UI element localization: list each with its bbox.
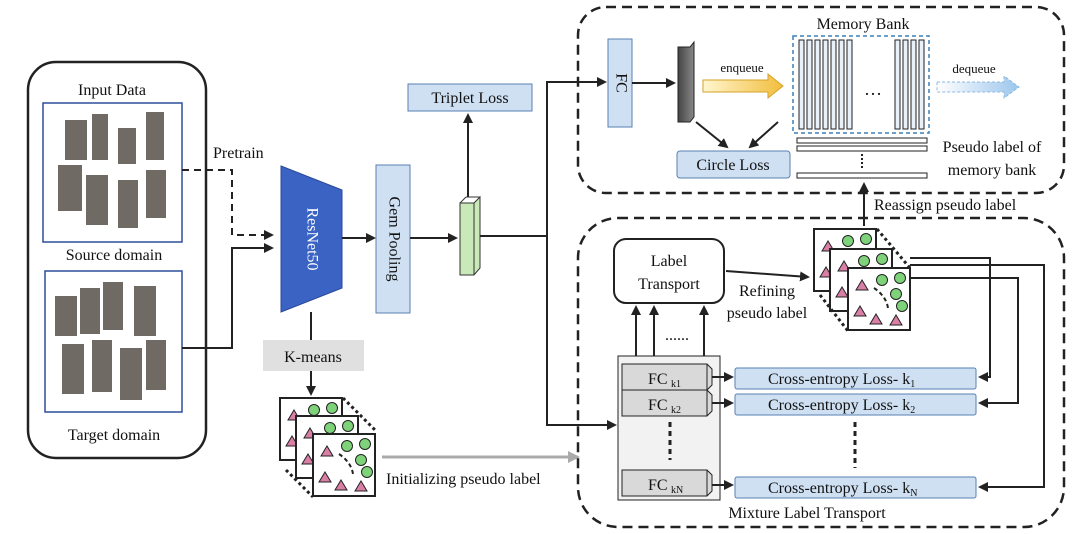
input-data-title: Input Data bbox=[78, 82, 146, 99]
pseudo-label-memory-line1: Pseudo label of bbox=[943, 139, 1042, 156]
triplet-loss-box bbox=[407, 83, 533, 112]
card-to-ce-k1-arrow bbox=[910, 257, 991, 382]
ce-loss-kn-box bbox=[734, 476, 977, 499]
fc-k1-sub: k1 bbox=[671, 379, 681, 390]
fc-k2-label: FC bbox=[648, 397, 668, 414]
feature-to-memory-arrow bbox=[546, 77, 607, 236]
memory-bank-ellipsis: … bbox=[864, 79, 882, 99]
circle-loss-label: Circle Loss bbox=[696, 157, 769, 174]
card-to-ce-k2-arrow bbox=[910, 277, 1019, 408]
memory-bank-title: Memory Bank bbox=[817, 16, 910, 33]
triplet-loss-label: Triplet Loss bbox=[431, 90, 508, 107]
label-transport-line2: Transport bbox=[638, 276, 700, 293]
fc-k1-label: FC bbox=[648, 371, 668, 388]
pretrain-arrow bbox=[182, 169, 274, 240]
source-domain-label: Source domain bbox=[66, 247, 162, 264]
memory-panel bbox=[576, 5, 1066, 195]
ce-loss-k2-box bbox=[734, 393, 977, 416]
initial-pseudo-label-cards bbox=[279, 396, 377, 499]
gem-pooling-label: Gem Pooling bbox=[385, 197, 402, 282]
fc-kn-sub: kN bbox=[671, 485, 683, 496]
target-person-images bbox=[55, 282, 166, 400]
fc-kn-label: FC bbox=[648, 477, 668, 494]
pseudo-label-memory-line2: memory bank bbox=[948, 162, 1036, 179]
pseudo-label-bars bbox=[796, 137, 928, 179]
refining-line2: pseudo label bbox=[727, 305, 808, 322]
label-transport-line1: Label bbox=[651, 253, 688, 270]
source-person-images bbox=[58, 112, 166, 228]
refining-arrow bbox=[725, 270, 810, 282]
ce-loss-k2-label: Cross-entropy Loss- k2 bbox=[768, 397, 915, 416]
gem-pooling-block bbox=[375, 164, 411, 314]
ce-loss-kn-label: Cross-entropy Loss- kN bbox=[768, 480, 917, 499]
init-pseudo-label: Initializing pseudo label bbox=[386, 471, 541, 488]
memory-bank-box bbox=[792, 35, 930, 134]
reassign-label: Reassign pseudo label bbox=[874, 197, 1017, 214]
refining-line1: Refining bbox=[739, 283, 795, 300]
resnet50-block bbox=[280, 165, 343, 313]
fc-kn-block: FC kN bbox=[621, 469, 713, 497]
green-feature-vector bbox=[459, 195, 481, 276]
circle-loss-box bbox=[676, 150, 791, 179]
ce-loss-k1-label: Cross-entropy Loss- k1 bbox=[768, 371, 915, 390]
enqueue-arrow bbox=[702, 72, 784, 100]
dequeue-label: dequeue bbox=[952, 61, 996, 76]
memory-feature-vector bbox=[677, 40, 695, 123]
feature-to-mlt-arrow bbox=[546, 236, 617, 430]
feature-to-circle-arrow bbox=[695, 121, 729, 149]
dequeue-arrow bbox=[936, 75, 1020, 99]
resnet50-label: ResNet50 bbox=[303, 207, 320, 270]
memory-bank-slots bbox=[798, 39, 925, 130]
memory-to-circle-arrow bbox=[748, 121, 779, 149]
kmeans-box bbox=[263, 340, 364, 371]
target-to-resnet-arrow bbox=[182, 243, 274, 349]
fc-k1-block: FC k1 bbox=[621, 363, 713, 391]
card-to-ce-kn-arrow bbox=[910, 264, 1045, 492]
mlt-panel bbox=[576, 216, 1066, 529]
refined-pseudo-label-cards bbox=[813, 228, 912, 332]
enqueue-label: enqueue bbox=[720, 60, 764, 75]
mlt-title: Mixture Label Transport bbox=[728, 505, 886, 522]
pretrain-label: Pretrain bbox=[213, 145, 264, 162]
target-domain-label: Target domain bbox=[68, 427, 160, 444]
transport-dots: ...... bbox=[665, 327, 689, 344]
label-transport-box bbox=[613, 238, 725, 304]
kmeans-label: K-means bbox=[284, 349, 342, 366]
fc-k2-block: FC k2 bbox=[621, 389, 713, 417]
ce-loss-k1-box bbox=[734, 367, 977, 390]
fc-k2-sub: k2 bbox=[671, 405, 681, 416]
memory-fc-label: FC bbox=[612, 73, 629, 93]
memory-fc-box bbox=[607, 38, 633, 128]
